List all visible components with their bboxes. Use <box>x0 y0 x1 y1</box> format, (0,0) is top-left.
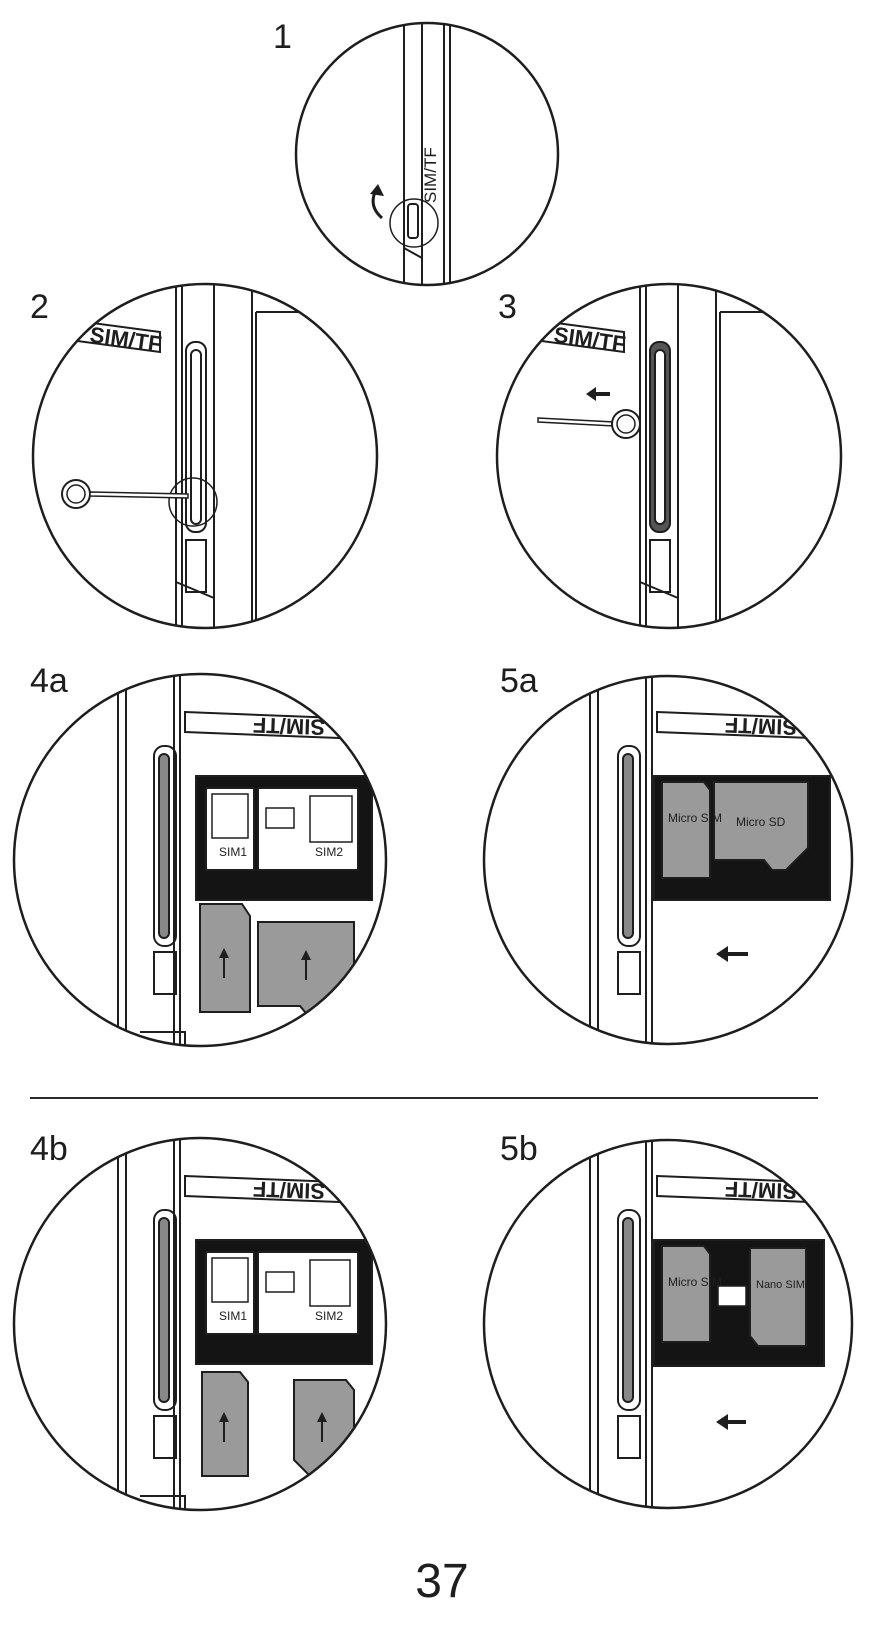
step-3-illustration: SIM/TF <box>494 282 844 630</box>
arrow-left-icon <box>716 946 748 962</box>
magnifier-circle <box>31 282 379 630</box>
step-1-label: 1 <box>273 18 292 56</box>
step-5a-illustration: SIM/TF Micro SIM Micro SD <box>482 672 862 1048</box>
magnifier-circle <box>495 282 843 630</box>
arrow-up-icon <box>317 1412 327 1442</box>
step-5a-label: 5a <box>500 662 538 700</box>
step-5b-illustration: SIM/TF Micro SIM Nano SIM <box>482 1136 862 1512</box>
slot-label-text: SIM/TF <box>421 147 440 203</box>
magnifier-circle <box>482 674 854 1046</box>
slot-label-text: SIM/TF <box>724 1176 797 1204</box>
sim1-label: SIM1 <box>219 845 247 859</box>
step-4a-illustration: SIM/TF SIM1 SIM2 <box>10 672 390 1048</box>
step-1-illustration: SIM/TF <box>294 8 562 288</box>
micro-sd-label: Micro SD <box>736 815 786 829</box>
step-2-illustration: SIM/TF <box>30 282 380 630</box>
magnifier-circle <box>12 672 388 1048</box>
magnifier-circle <box>12 1136 388 1512</box>
slot-label-text: SIM/TF <box>252 712 325 740</box>
micro-sim-label: Micro SIM <box>668 1275 722 1289</box>
step-4b-illustration: SIM/TF SIM1 SIM2 <box>10 1136 390 1512</box>
arrow-left-icon <box>716 1414 746 1430</box>
page-number: 37 <box>415 1555 469 1608</box>
micro-sim-label: Micro SIM <box>668 811 722 825</box>
step-5b-label: 5b <box>500 1130 538 1168</box>
arrow-up-icon <box>219 948 229 978</box>
sim-eject-pin-icon <box>537 409 641 439</box>
arrow-up-icon <box>301 950 311 980</box>
sim-eject-pin-icon <box>61 479 189 509</box>
step-2-label: 2 <box>30 288 49 326</box>
sim2-label: SIM2 <box>315 1309 343 1323</box>
arrow-left-icon <box>586 387 610 401</box>
sim1-label: SIM1 <box>219 1309 247 1323</box>
nano-sim-label: Nano SIM <box>756 1279 805 1291</box>
slot-label-text: SIM/TF <box>88 322 163 357</box>
step-3-label: 3 <box>498 288 517 326</box>
step-4a-label: 4a <box>30 662 68 700</box>
sim2-label: SIM2 <box>315 845 343 859</box>
magnifier-circle <box>482 1138 854 1510</box>
arrow-up-icon <box>219 1412 229 1442</box>
slot-label-text: SIM/TF <box>252 1176 325 1204</box>
section-divider <box>30 1097 818 1099</box>
step-4b-label: 4b <box>30 1130 68 1168</box>
slot-label-text: SIM/TF <box>724 712 797 740</box>
magnifier-circle <box>294 21 560 287</box>
curved-arrow-icon <box>370 184 384 220</box>
slot-label-text: SIM/TF <box>552 322 627 357</box>
